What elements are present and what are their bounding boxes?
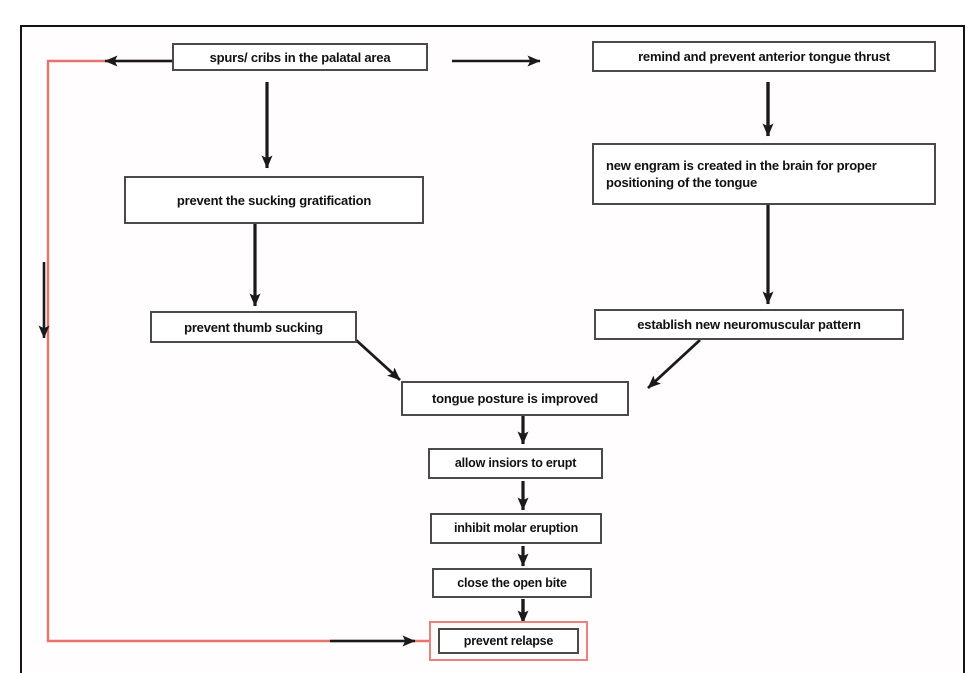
- node-label: remind and prevent anterior tongue thrus…: [638, 49, 890, 64]
- node-label: prevent thumb sucking: [184, 319, 323, 335]
- node-spurs-cribs[interactable]: spurs/ cribs in the palatal area: [172, 43, 428, 71]
- node-label: allow insiors to erupt: [454, 456, 577, 470]
- node-remind-prevent-tongue-thrust[interactable]: remind and prevent anterior tongue thrus…: [592, 41, 936, 72]
- node-establish-neuromuscular-pattern[interactable]: establish new neuromuscular pattern: [594, 309, 904, 340]
- node-label: prevent the sucking gratification: [176, 192, 372, 208]
- page-frame-border: [20, 25, 965, 673]
- node-prevent-sucking-gratification[interactable]: prevent the sucking gratification: [124, 176, 424, 224]
- node-label: inhibit molar eruption: [453, 521, 579, 535]
- node-label: establish new neuromuscular pattern: [637, 317, 861, 332]
- edge-neuro-to-posture: [647, 338, 701, 390]
- node-inhibit-molar-eruption[interactable]: inhibit molar eruption: [430, 513, 602, 544]
- node-close-open-bite[interactable]: close the open bite: [432, 568, 592, 598]
- node-label: spurs/ cribs in the palatal area: [209, 49, 391, 65]
- node-label: new engram is created in the brain for p…: [606, 158, 877, 190]
- node-tongue-posture-improved[interactable]: tongue posture is improved: [401, 381, 629, 416]
- node-label: prevent relapse: [463, 633, 554, 648]
- node-prevent-relapse[interactable]: prevent relapse: [438, 628, 579, 654]
- feedback-loop-red-path: [46, 59, 446, 643]
- node-allow-insiors-erupt[interactable]: allow insiors to erupt: [428, 448, 603, 479]
- node-prevent-thumb-sucking[interactable]: prevent thumb sucking: [150, 311, 357, 343]
- node-label: close the open bite: [457, 575, 567, 590]
- node-prevent-relapse-highlight: prevent relapse: [429, 621, 588, 661]
- node-label: tongue posture is improved: [432, 391, 598, 406]
- node-new-engram[interactable]: new engram is created in the brain for p…: [592, 143, 936, 205]
